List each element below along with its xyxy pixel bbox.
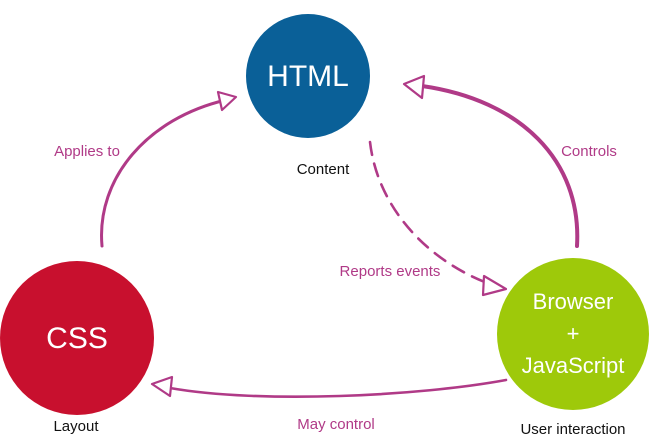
edge-controls [420, 84, 580, 248]
edge-label-may-control: May control [297, 416, 375, 433]
node-css-caption: Layout [53, 418, 99, 435]
node-html-label: HTML [267, 60, 349, 93]
arrowhead-reports-events [481, 274, 508, 297]
node-html-circle [246, 14, 370, 138]
arrowhead-may-control [150, 375, 174, 398]
node-css-label: CSS [46, 322, 108, 355]
node-css: CSS [0, 261, 154, 415]
edge-may-control [168, 378, 508, 399]
node-html-caption: Content [297, 161, 350, 178]
edge-label-reports-events: Reports events [340, 263, 441, 280]
node-browser-label-line2: + [567, 321, 580, 346]
edge-label-controls: Controls [561, 143, 617, 160]
edge-reports-events [368, 140, 492, 286]
node-css-circle [0, 261, 154, 415]
arrowhead-controls [402, 74, 426, 100]
node-browser-circle [497, 258, 649, 410]
arrowhead-applies-to [216, 90, 238, 112]
node-html: HTML [246, 14, 370, 138]
edge-label-applies-to: Applies to [54, 143, 120, 160]
node-browser: Browser + JavaScript [497, 258, 649, 410]
node-browser-label-line3: JavaScript [522, 353, 625, 378]
node-browser-caption: User interaction [520, 421, 625, 437]
node-browser-label-line1: Browser [533, 289, 614, 314]
edge-applies-to [100, 98, 228, 248]
